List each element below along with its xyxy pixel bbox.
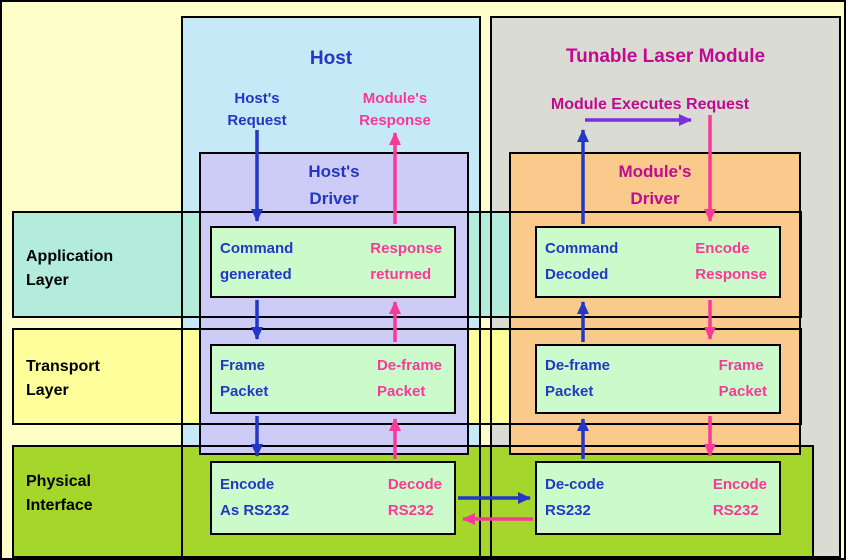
text-line: Layer <box>26 272 69 289</box>
transport-layer-label: Transport Layer <box>26 355 186 403</box>
command-generated-text: Command generated <box>220 236 293 288</box>
text-line: Frame <box>718 357 764 374</box>
text-line: Physical <box>26 473 91 490</box>
host-application-box: Command generated Response returned <box>210 226 456 298</box>
text-line: De-code <box>545 476 605 493</box>
text-line: Interface <box>26 497 93 514</box>
deframe-packet-text: De-frame Packet <box>377 353 442 405</box>
command-decoded-text: Command Decoded <box>545 236 618 288</box>
text-line: As RS232 <box>220 502 290 519</box>
physical-interface-label: Physical Interface <box>26 470 186 518</box>
response-returned-text: Response returned <box>370 236 442 288</box>
text-line: Module's <box>618 162 692 181</box>
host-physical-box: Encode As RS232 Decode RS232 <box>210 461 456 535</box>
text-line: returned <box>370 266 432 283</box>
module-application-box: Command Decoded Encode Response <box>535 226 781 298</box>
decode-rs232-text: Decode RS232 <box>388 472 442 524</box>
text-line: Encode <box>695 240 750 257</box>
encode-rs232-text: Encode As RS232 <box>220 472 289 524</box>
module-encode-rs232-text: Encode RS232 <box>713 472 767 524</box>
text-line: Application <box>26 248 114 265</box>
module-decode-rs232-text: De-code RS232 <box>545 472 604 524</box>
module-title: Tunable Laser Module <box>565 46 766 67</box>
encode-response-text: Encode Response <box>695 236 767 288</box>
text-line: Decoded <box>545 266 609 283</box>
text-line: Driver <box>309 189 359 208</box>
text-line: Response <box>695 266 767 283</box>
text-line: Packet <box>718 383 767 400</box>
module-frame-packet-text: Frame Packet <box>719 353 767 405</box>
text-line: Request <box>227 112 287 129</box>
host-title: Host <box>309 48 353 69</box>
text-line: RS232 <box>387 502 434 519</box>
text-line: Response <box>370 240 442 257</box>
module-driver-label: Module's Driver <box>509 158 801 212</box>
module-deframe-packet-text: De-frame Packet <box>545 353 610 405</box>
text-line: Host's <box>234 90 280 107</box>
text-line: Command <box>220 240 294 257</box>
host-driver-label: Host's Driver <box>199 158 469 212</box>
text-line: Command <box>545 240 619 257</box>
text-line: Decode <box>387 476 442 493</box>
text-line: Packet <box>376 383 426 400</box>
text-line: Packet <box>220 383 269 400</box>
text-line: De-frame <box>545 357 611 374</box>
text-line: RS232 <box>545 502 591 519</box>
text-line: Host's <box>308 162 360 181</box>
text-line: Module's <box>362 90 428 107</box>
text-line: generated <box>220 266 292 283</box>
text-line: Frame <box>220 357 266 374</box>
text-line: Transport <box>26 358 100 375</box>
text-line: Encode <box>220 476 275 493</box>
text-line: Driver <box>630 189 680 208</box>
text-line: Packet <box>545 383 594 400</box>
application-layer-label: Application Layer <box>26 245 186 293</box>
text-line: RS232 <box>712 502 759 519</box>
frame-packet-text: Frame Packet <box>220 353 268 405</box>
text-line: Layer <box>26 382 69 399</box>
module-transport-box: De-frame Packet Frame Packet <box>535 344 781 414</box>
module-response-label: Module's Response <box>340 88 450 132</box>
host-transport-box: Frame Packet De-frame Packet <box>210 344 456 414</box>
module-physical-box: De-code RS232 Encode RS232 <box>535 461 781 535</box>
text-line: Encode <box>712 476 767 493</box>
module-executes-request-label: Module Executes Request <box>550 96 750 113</box>
host-request-label: Host's Request <box>202 88 312 132</box>
text-line: De-frame <box>376 357 442 374</box>
text-line: Response <box>359 112 431 129</box>
